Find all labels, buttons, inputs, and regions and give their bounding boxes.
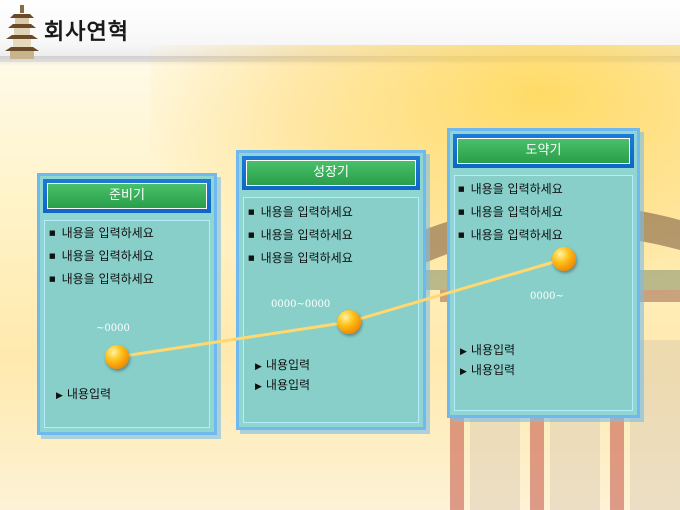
bullet-item: 내용을 입력하세요 [49, 222, 154, 245]
bullet-item: 내용을 입력하세요 [49, 268, 154, 291]
phase-label-1: 준비기 [47, 183, 207, 209]
entry-item: 내용입력 [460, 340, 515, 360]
phase-header-1: 준비기 [43, 179, 211, 213]
bullet-item: 내용을 입력하세요 [248, 224, 353, 247]
entry-item: 내용입력 [460, 360, 515, 380]
orb-marker-icon [337, 310, 361, 334]
phase-panel-1: 준비기 내용을 입력하세요 내용을 입력하세요 내용을 입력하세요 ~0000 … [37, 173, 217, 435]
entry-item: 내용입력 [255, 355, 310, 375]
orb-marker-icon [552, 247, 576, 271]
bullet-item: 내용을 입력하세요 [458, 224, 563, 247]
bullet-item: 내용을 입력하세요 [248, 247, 353, 270]
phase-header-3: 도약기 [453, 134, 634, 168]
phase-bullets-1: 내용을 입력하세요 내용을 입력하세요 내용을 입력하세요 [49, 222, 154, 291]
entry-item: 내용입력 [255, 375, 310, 395]
phase-entries-3: 내용입력 내용입력 [460, 340, 515, 380]
phase-date-3: 0000~ [530, 291, 564, 302]
phase-bullets-3: 내용을 입력하세요 내용을 입력하세요 내용을 입력하세요 [458, 178, 563, 247]
phase-date-2: 0000~0000 [271, 299, 331, 310]
pagoda-icon [5, 5, 39, 59]
phase-entries-1: 내용입력 [56, 384, 111, 404]
entry-item: 내용입력 [56, 384, 111, 404]
phase-date-1: ~0000 [96, 323, 130, 334]
phase-label-2: 성장기 [246, 160, 416, 186]
bullet-item: 내용을 입력하세요 [49, 245, 154, 268]
phase-panel-2: 성장기 내용을 입력하세요 내용을 입력하세요 내용을 입력하세요 0000~0… [236, 150, 426, 430]
phase-entries-2: 내용입력 내용입력 [255, 355, 310, 395]
bullet-item: 내용을 입력하세요 [458, 178, 563, 201]
orb-marker-icon [105, 345, 129, 369]
phase-bullets-2: 내용을 입력하세요 내용을 입력하세요 내용을 입력하세요 [248, 201, 353, 270]
phase-panel-3: 도약기 내용을 입력하세요 내용을 입력하세요 내용을 입력하세요 0000~ … [447, 128, 640, 418]
phase-header-2: 성장기 [242, 156, 420, 190]
phase-label-3: 도약기 [457, 138, 630, 164]
page-title: 회사연혁 [44, 20, 129, 45]
bullet-item: 내용을 입력하세요 [458, 201, 563, 224]
bullet-item: 내용을 입력하세요 [248, 201, 353, 224]
